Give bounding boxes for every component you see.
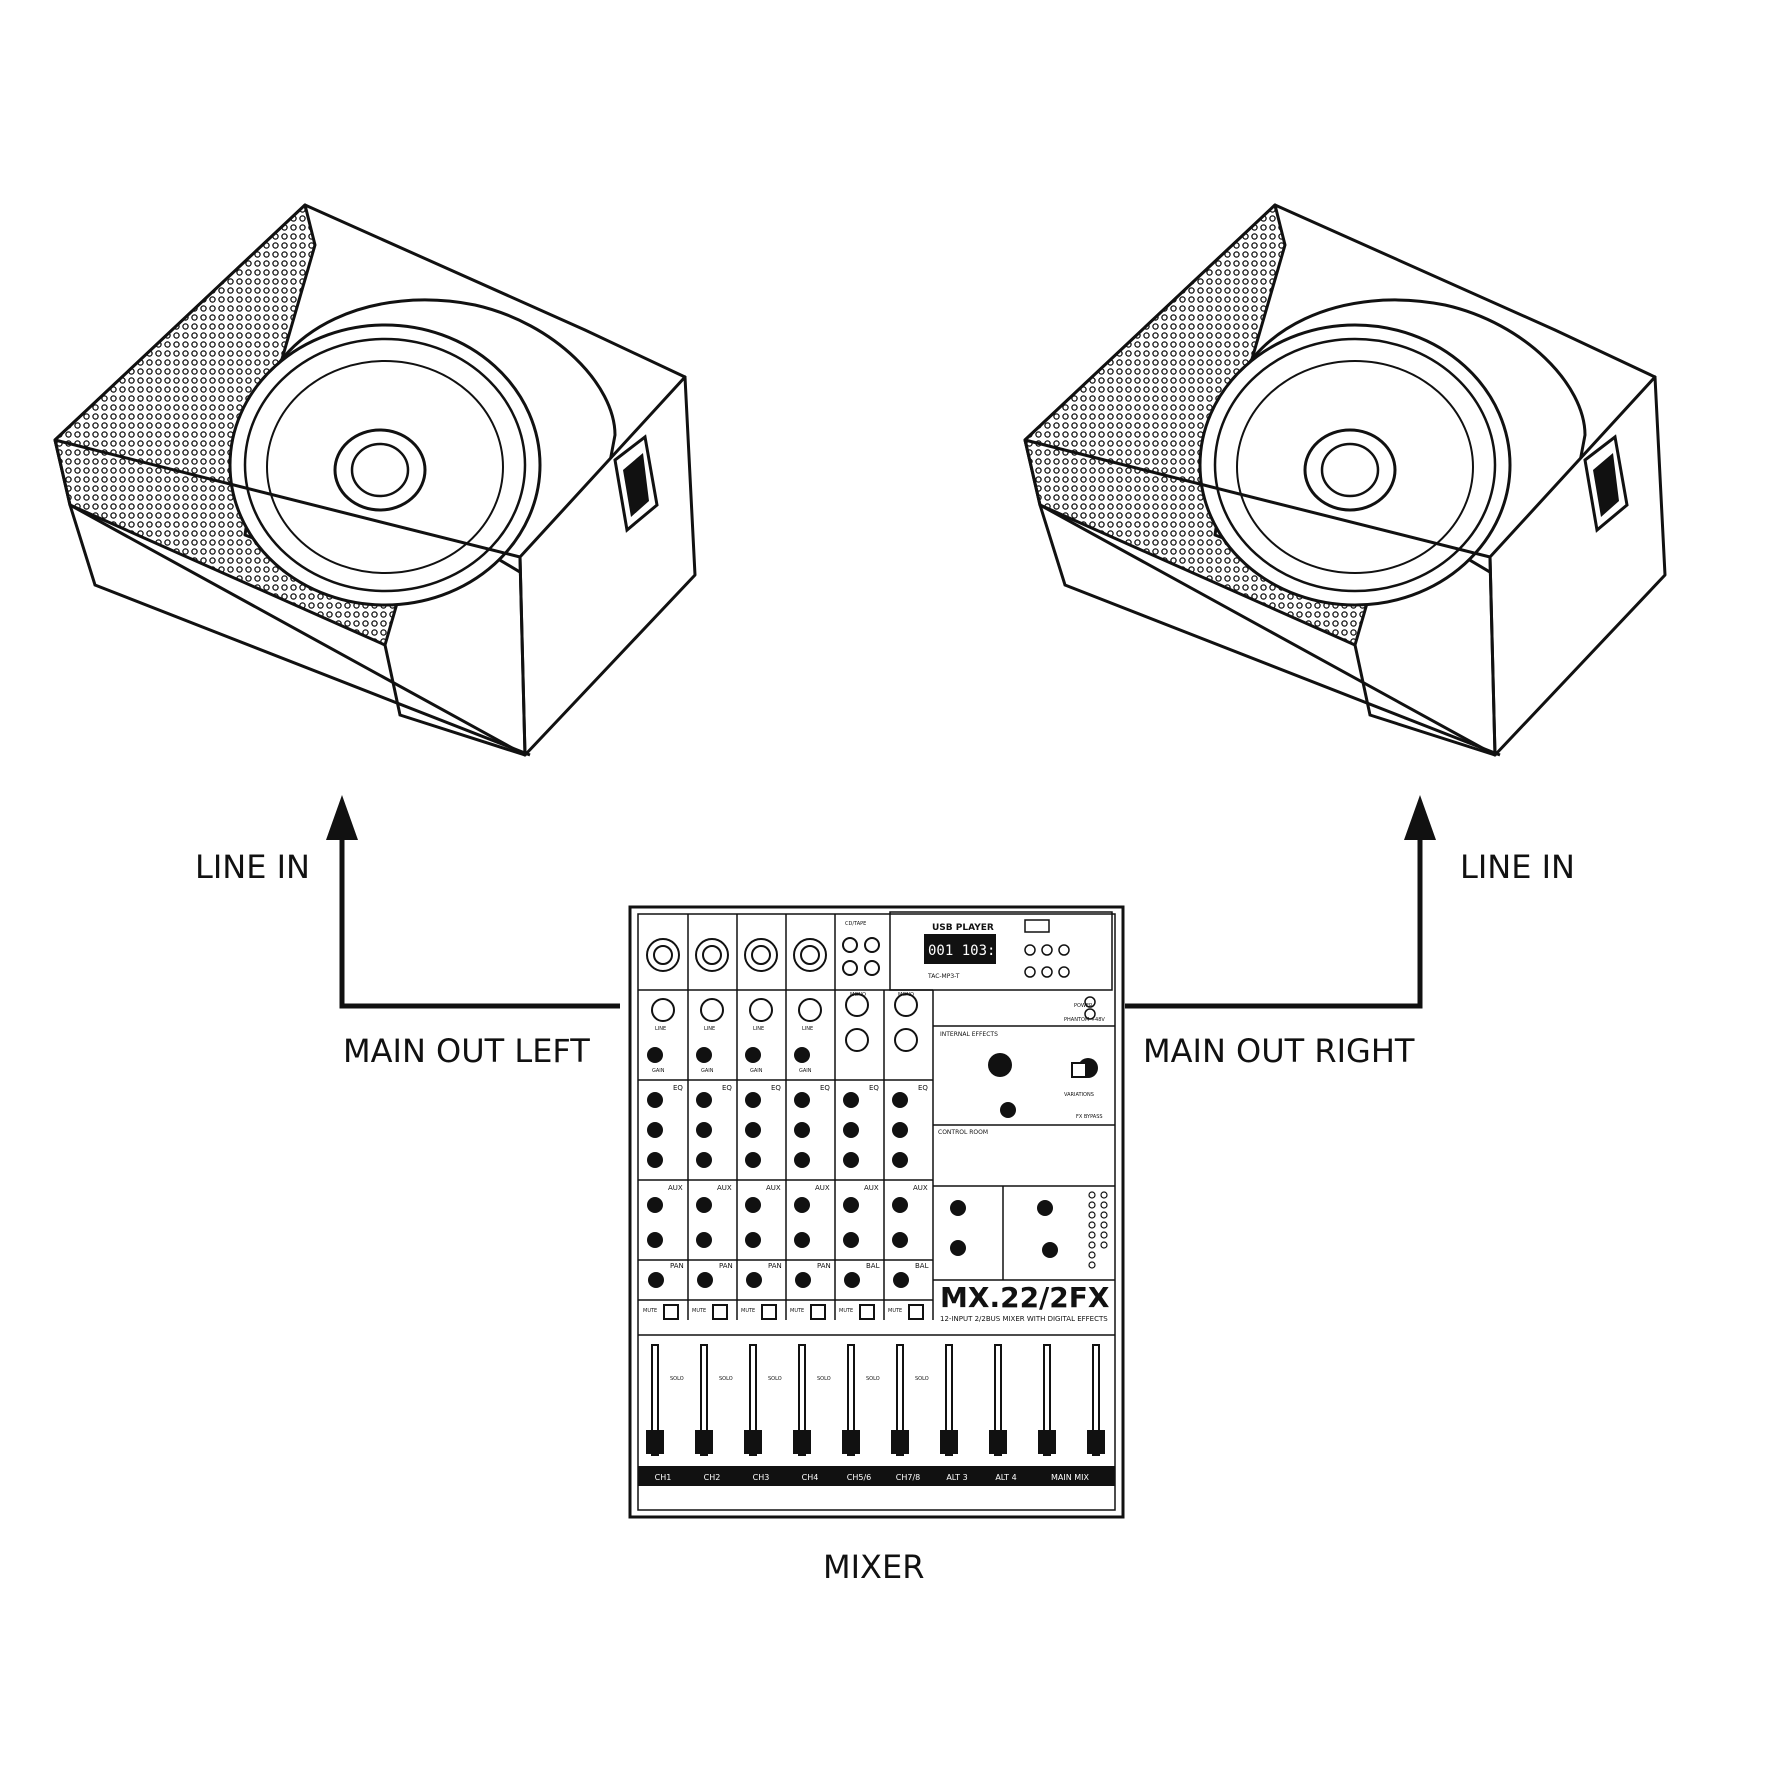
channel-label-ch1: CH1 <box>655 1473 672 1482</box>
pan-label-ch2: PAN <box>719 1262 733 1270</box>
mute-label-ch3: MUTE <box>741 1308 755 1314</box>
channel-label-ch3: CH3 <box>753 1473 770 1482</box>
eq-label-ch3: EQ <box>771 1084 781 1092</box>
mute-label-ch56: MUTE <box>839 1308 853 1314</box>
main-out-left-label: MAIN OUT LEFT <box>343 1032 590 1070</box>
gain-label-ch4: GAIN <box>799 1068 812 1074</box>
solo-label-ch56: SOLO <box>866 1376 880 1382</box>
solo-label-ch1: SOLO <box>670 1376 684 1382</box>
mute-label-ch2: MUTE <box>692 1308 706 1314</box>
mono-label-ch56: MONO <box>850 992 866 998</box>
right-arrowhead <box>1404 795 1436 840</box>
aux-label-ch2: AUX <box>717 1184 732 1192</box>
mono-label-ch78: MONO <box>898 992 914 998</box>
line-label-ch4: LINE <box>802 1026 813 1032</box>
channel-label-ch78: CH7/8 <box>896 1473 920 1482</box>
eq-label-ch56: EQ <box>869 1084 879 1092</box>
line-in-left-label: LINE IN <box>195 848 310 886</box>
control-room-label: CONTROL ROOM <box>938 1129 988 1136</box>
gain-label-ch1: GAIN <box>652 1068 665 1074</box>
aux-label-ch1: AUX <box>668 1184 683 1192</box>
aux-label-ch4: AUX <box>815 1184 830 1192</box>
gain-label-ch2: GAIN <box>701 1068 714 1074</box>
solo-label-ch4: SOLO <box>817 1376 831 1382</box>
eq-label-ch1: EQ <box>673 1084 683 1092</box>
eq-label-ch4: EQ <box>820 1084 830 1092</box>
eq-label-ch78: EQ <box>918 1084 928 1092</box>
channel-label-alt4: ALT 4 <box>995 1473 1016 1482</box>
mute-label-ch1: MUTE <box>643 1308 657 1314</box>
right-speaker <box>1023 203 1667 757</box>
mute-label-ch4: MUTE <box>790 1308 804 1314</box>
line-in-right-label: LINE IN <box>1460 848 1575 886</box>
solo-label-ch78: SOLO <box>915 1376 929 1382</box>
mixer-label: MIXER <box>823 1548 924 1586</box>
usb-player-label: USB PLAYER <box>932 923 994 933</box>
main-out-right-label: MAIN OUT RIGHT <box>1143 1032 1415 1070</box>
solo-label-ch3: SOLO <box>768 1376 782 1382</box>
channel-label-alt3: ALT 3 <box>946 1473 967 1482</box>
power-label: POWER <box>1074 1003 1093 1009</box>
gain-label-ch3: GAIN <box>750 1068 763 1074</box>
line-label-ch2: LINE <box>704 1026 715 1032</box>
variations-label: VARIATIONS <box>1064 1092 1094 1098</box>
fx-bypass-label: FX BYPASS <box>1076 1114 1103 1120</box>
internal-effects-label: INTERNAL EFFECTS <box>940 1031 998 1038</box>
aux-label-ch78: AUX <box>913 1184 928 1192</box>
bal-label-ch56: BAL <box>866 1262 880 1270</box>
channel-label-ch4: CH4 <box>802 1473 819 1482</box>
pan-label-ch1: PAN <box>670 1262 684 1270</box>
eq-label-ch2: EQ <box>722 1084 732 1092</box>
pan-label-ch3: PAN <box>768 1262 782 1270</box>
channel-label-ch56: CH5/6 <box>847 1473 871 1482</box>
bal-label-ch78: BAL <box>915 1262 929 1270</box>
channel-label-main-mix: MAIN MIX <box>1051 1473 1090 1482</box>
left-speaker <box>53 203 697 757</box>
aux-label-ch3: AUX <box>766 1184 781 1192</box>
mixer: MX.22/2FX 12-INPUT 2/2BUS MIXER WITH DIG… <box>628 905 1125 1519</box>
right-connection <box>1125 795 1436 1009</box>
phantom-label: PHANTOM +48V <box>1064 1017 1105 1023</box>
mixer-model: MX.22/2FX <box>940 1281 1110 1314</box>
cd-tape-label: CD/TAPE <box>845 921 866 927</box>
usb-player-model: TAC-MP3-T <box>927 973 960 980</box>
line-label-ch1: LINE <box>655 1026 666 1032</box>
left-connection <box>326 795 620 1009</box>
mute-label-ch78: MUTE <box>888 1308 902 1314</box>
solo-label-ch2: SOLO <box>719 1376 733 1382</box>
pan-label-ch4: PAN <box>817 1262 831 1270</box>
usb-display-text: 001 103:08 <box>928 943 1012 959</box>
mixer-subtitle: 12-INPUT 2/2BUS MIXER WITH DIGITAL EFFEC… <box>940 1315 1108 1323</box>
channel-label-ch2: CH2 <box>704 1473 721 1482</box>
left-arrowhead <box>326 795 358 840</box>
aux-label-ch56: AUX <box>864 1184 879 1192</box>
line-label-ch3: LINE <box>753 1026 764 1032</box>
